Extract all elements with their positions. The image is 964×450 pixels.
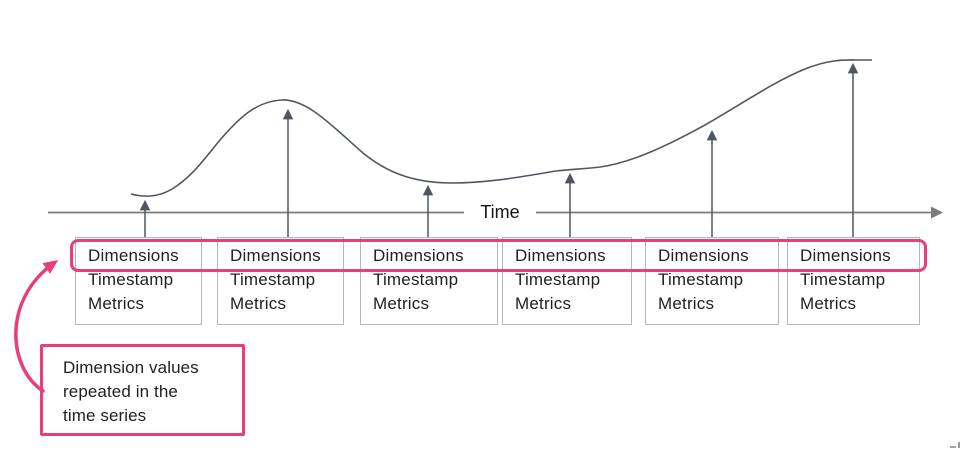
timestamp-field: Timestamp (230, 270, 316, 289)
time-series-curve (130, 59, 872, 197)
annotation-text: repeated in the (63, 382, 178, 401)
record-box: Dimensions Timestamp Metrics (787, 237, 920, 325)
timestamp-field: Timestamp (658, 270, 744, 289)
dimensions-row-highlight (70, 239, 927, 272)
annotation-text: Dimension values (63, 358, 199, 377)
metrics-field: Metrics (373, 294, 430, 313)
timestamp-field: Timestamp (515, 270, 601, 289)
dimensions-field: Dimensions (515, 246, 606, 265)
record-box: Dimensions Timestamp Metrics (217, 237, 344, 325)
metrics-field: Metrics (800, 294, 857, 313)
dimensions-field: Dimensions (373, 246, 464, 265)
metrics-field: Metrics (88, 294, 145, 313)
record-box: Dimensions Timestamp Metrics (502, 237, 632, 325)
right-arrow-icon (931, 206, 943, 219)
annotation-callout: Dimension values repeated in the time se… (40, 344, 245, 436)
dimensions-field: Dimensions (658, 246, 749, 265)
dimensions-field: Dimensions (800, 246, 891, 265)
time-axis-label: Time (468, 201, 532, 223)
record-box: Dimensions Timestamp Metrics (75, 237, 202, 325)
metrics-field: Metrics (658, 294, 715, 313)
record-box: Dimensions Timestamp Metrics (360, 237, 498, 325)
metrics-field: Metrics (515, 294, 572, 313)
record-box: Dimensions Timestamp Metrics (645, 237, 779, 325)
corner-artifact (950, 442, 960, 448)
dimensions-field: Dimensions (88, 246, 179, 265)
metrics-field: Metrics (230, 294, 287, 313)
dimensions-field: Dimensions (230, 246, 321, 265)
timestamp-field: Timestamp (800, 270, 886, 289)
timestamp-field: Timestamp (88, 270, 174, 289)
annotation-text: time series (63, 406, 147, 425)
timestamp-field: Timestamp (373, 270, 459, 289)
